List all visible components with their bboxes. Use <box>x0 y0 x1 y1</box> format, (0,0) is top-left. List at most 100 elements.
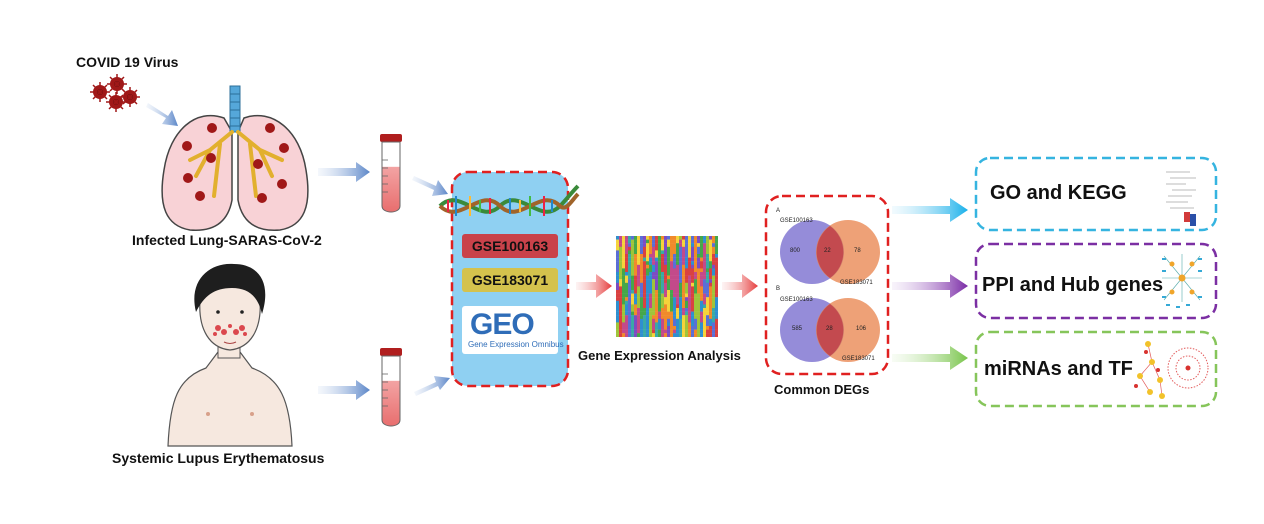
gse183071-badge: GSE183071 <box>462 268 558 292</box>
heatmap-cell <box>703 308 706 312</box>
heatmap-cell <box>706 300 709 305</box>
heatmap-cell <box>655 239 658 244</box>
heatmap-cell <box>679 239 682 244</box>
heatmap-cell <box>673 304 676 309</box>
heatmap-cell <box>643 326 646 330</box>
heatmap-cell <box>634 282 637 287</box>
heatmap-cell <box>658 318 661 323</box>
heatmap-cell <box>685 293 688 298</box>
heatmap-cell <box>712 264 715 269</box>
heatmap-cell <box>646 250 649 255</box>
heatmap-cell <box>619 308 622 312</box>
heatmap-cell <box>643 275 646 280</box>
heatmap-cell <box>616 286 619 291</box>
heatmap-cell <box>676 290 679 294</box>
heatmap-cell <box>652 293 655 298</box>
heatmap-cell <box>712 329 715 334</box>
heatmap-cell <box>649 275 652 280</box>
heatmap-cell <box>619 264 622 269</box>
heatmap-cell <box>616 333 619 337</box>
heatmap-cell <box>670 257 673 262</box>
heatmap-cell <box>691 333 694 337</box>
heatmap-cell <box>691 322 694 327</box>
heatmap-cell <box>634 308 637 312</box>
heatmap-cell <box>715 308 718 312</box>
heatmap-cell <box>637 293 640 298</box>
heatmap-cell <box>640 315 643 319</box>
venn-a-left-only: 800 <box>790 248 801 254</box>
heatmap-cell <box>640 272 643 276</box>
heatmap-cell <box>697 261 700 265</box>
heatmap-cell <box>697 264 700 269</box>
heatmap-cell <box>664 239 667 244</box>
heatmap-cell <box>640 290 643 294</box>
heatmap-cell <box>622 315 625 319</box>
heatmap-cell <box>688 264 691 269</box>
heatmap-cell <box>631 318 634 323</box>
heatmap-cell <box>658 297 661 301</box>
heatmap-cell <box>631 239 634 244</box>
heatmap-cell <box>715 318 718 323</box>
heatmap-cell <box>628 264 631 269</box>
heatmap-cell <box>712 318 715 323</box>
heatmap-cell <box>646 246 649 251</box>
heatmap-cell <box>685 246 688 251</box>
heatmap-cell <box>622 329 625 334</box>
heatmap-cell <box>643 311 646 316</box>
heatmap-cell <box>631 272 634 276</box>
heatmap-cell <box>685 304 688 309</box>
heatmap-cell <box>700 275 703 280</box>
heatmap-cell <box>706 279 709 283</box>
heatmap-cell <box>694 264 697 269</box>
heatmap-cell <box>688 329 691 334</box>
heatmap-cell <box>682 308 685 312</box>
heatmap-cell <box>643 272 646 276</box>
heatmap-cell <box>667 300 670 305</box>
virus-icon <box>120 87 140 107</box>
heatmap-cell <box>670 264 673 269</box>
heatmap-cell <box>652 275 655 280</box>
heatmap-cell <box>694 282 697 287</box>
heatmap-cell <box>706 272 709 276</box>
heatmap-cell <box>670 322 673 327</box>
heatmap-cell <box>649 257 652 262</box>
heatmap-cell <box>715 268 718 273</box>
heatmap-cell <box>664 236 667 240</box>
heatmap-cell <box>709 264 712 269</box>
heatmap-cell <box>655 243 658 247</box>
heatmap-cell <box>652 254 655 258</box>
heatmap-cell <box>619 250 622 255</box>
heatmap-cell <box>658 261 661 265</box>
heatmap-cell <box>643 239 646 244</box>
heatmap-cell <box>691 304 694 309</box>
heatmap-cell <box>631 279 634 283</box>
heatmap-cell <box>703 246 706 251</box>
heatmap-cell <box>670 311 673 316</box>
heatmap-cell <box>667 272 670 276</box>
heatmap-cell <box>619 326 622 330</box>
heatmap-cell <box>661 308 664 312</box>
heatmap-cell <box>694 304 697 309</box>
heatmap-cell <box>646 333 649 337</box>
heatmap-cell <box>646 293 649 298</box>
heatmap-cell <box>670 254 673 258</box>
heatmap-cell <box>712 239 715 244</box>
heatmap-cell <box>625 315 628 319</box>
heatmap-cell <box>625 246 628 251</box>
heatmap-cell <box>700 264 703 269</box>
heatmap-cell <box>715 315 718 319</box>
heatmap-cell <box>637 304 640 309</box>
heatmap-cell <box>682 286 685 291</box>
heatmap-cell <box>688 279 691 283</box>
heatmap-cell <box>709 293 712 298</box>
heatmap-cell <box>673 286 676 291</box>
heatmap-cell <box>709 286 712 291</box>
heatmap-cell <box>688 268 691 273</box>
heatmap-cell <box>661 326 664 330</box>
heatmap-cell <box>700 261 703 265</box>
heatmap-cell <box>625 257 628 262</box>
heatmap-cell <box>670 243 673 247</box>
heatmap-cell <box>685 326 688 330</box>
heatmap-cell <box>625 304 628 309</box>
heatmap-cell <box>616 239 619 244</box>
